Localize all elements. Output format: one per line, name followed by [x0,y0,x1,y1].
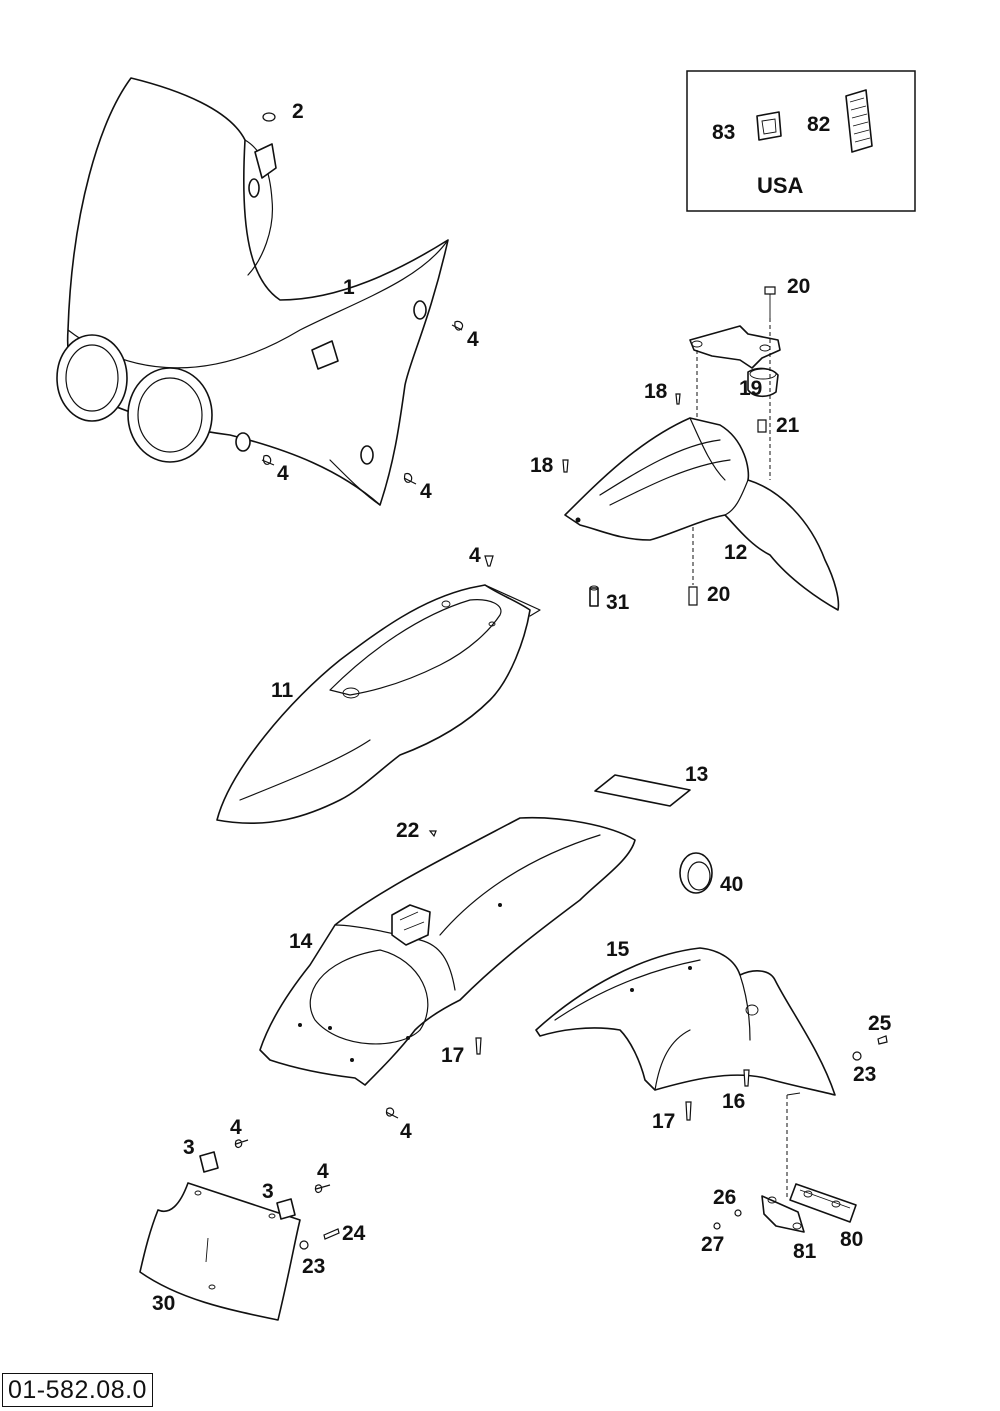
usa-caption: USA [757,173,804,198]
label-4: 4 [317,1160,329,1183]
part-19-bracket [689,325,781,398]
part-83-plate [756,111,782,141]
label-4: 4 [467,328,479,351]
label-23: 23 [302,1255,325,1278]
label-30: 30 [152,1292,175,1315]
label-17: 17 [441,1044,464,1067]
screws-4-mask [261,320,464,485]
screw-4-fender [484,555,494,567]
part-81-bracket [761,1195,805,1233]
label-1: 1 [343,276,355,299]
label-4: 4 [420,480,432,503]
label-40: 40 [720,873,743,896]
label-12: 12 [724,541,747,564]
label-26: 26 [713,1186,736,1209]
label-82: 82 [807,113,830,136]
part-15-mudguard [535,947,836,1096]
label-3: 3 [183,1136,195,1159]
screws-18 [562,393,681,473]
label-4: 4 [277,462,289,485]
label-83: 83 [712,121,735,144]
label-18: 18 [644,380,668,403]
hardware-26-27 [713,1209,742,1230]
part-80-reflector [789,1183,857,1223]
label-20: 20 [787,275,810,298]
label-24: 24 [342,1222,366,1245]
part-31-spacer [589,585,599,607]
label-2: 2 [292,100,304,123]
bolts-20-21 [688,286,776,606]
label-20: 20 [707,583,730,606]
label-81: 81 [793,1240,817,1263]
label-13: 13 [685,763,708,786]
document-code: 01-582.08.0 [2,1373,153,1407]
part-13-strip [594,774,691,807]
screws-4-24-23-plate [234,1139,340,1250]
screws-17-4-rear [385,1037,482,1119]
part-12-front-fender [564,417,840,611]
label-25: 25 [868,1012,892,1035]
label-23: 23 [853,1063,876,1086]
label-4: 4 [469,544,481,567]
label-27: 27 [701,1233,724,1256]
part-2-rubber-plug [262,112,276,122]
part-30-plate [139,1182,301,1321]
label-14: 14 [289,930,313,953]
label-22: 22 [396,819,419,842]
label-15: 15 [606,938,630,961]
part-11-fender [216,584,541,825]
hardware-15 [685,1035,888,1200]
label-11: 11 [271,679,294,702]
usa-inset: 83 82 USA [686,70,916,212]
label-3: 3 [262,1180,274,1203]
clips-3 [199,1151,296,1220]
label-19: 19 [739,377,762,400]
part-1-headlight-mask [56,77,449,506]
callout-labels: 1 2 4 4 4 4 20 19 18 21 18 12 31 20 11 1… [152,100,892,1315]
label-17: 17 [652,1110,675,1133]
label-18: 18 [530,454,554,477]
label-31: 31 [606,591,630,614]
label-21: 21 [776,414,800,437]
part-82-reflector [845,89,873,153]
label-4: 4 [400,1120,412,1143]
part-40-grommet [679,852,713,894]
part-14-rear-fender [259,816,636,1086]
label-4: 4 [230,1116,242,1139]
part-22-clip [428,830,437,838]
label-16: 16 [722,1090,745,1113]
label-80: 80 [840,1228,863,1251]
